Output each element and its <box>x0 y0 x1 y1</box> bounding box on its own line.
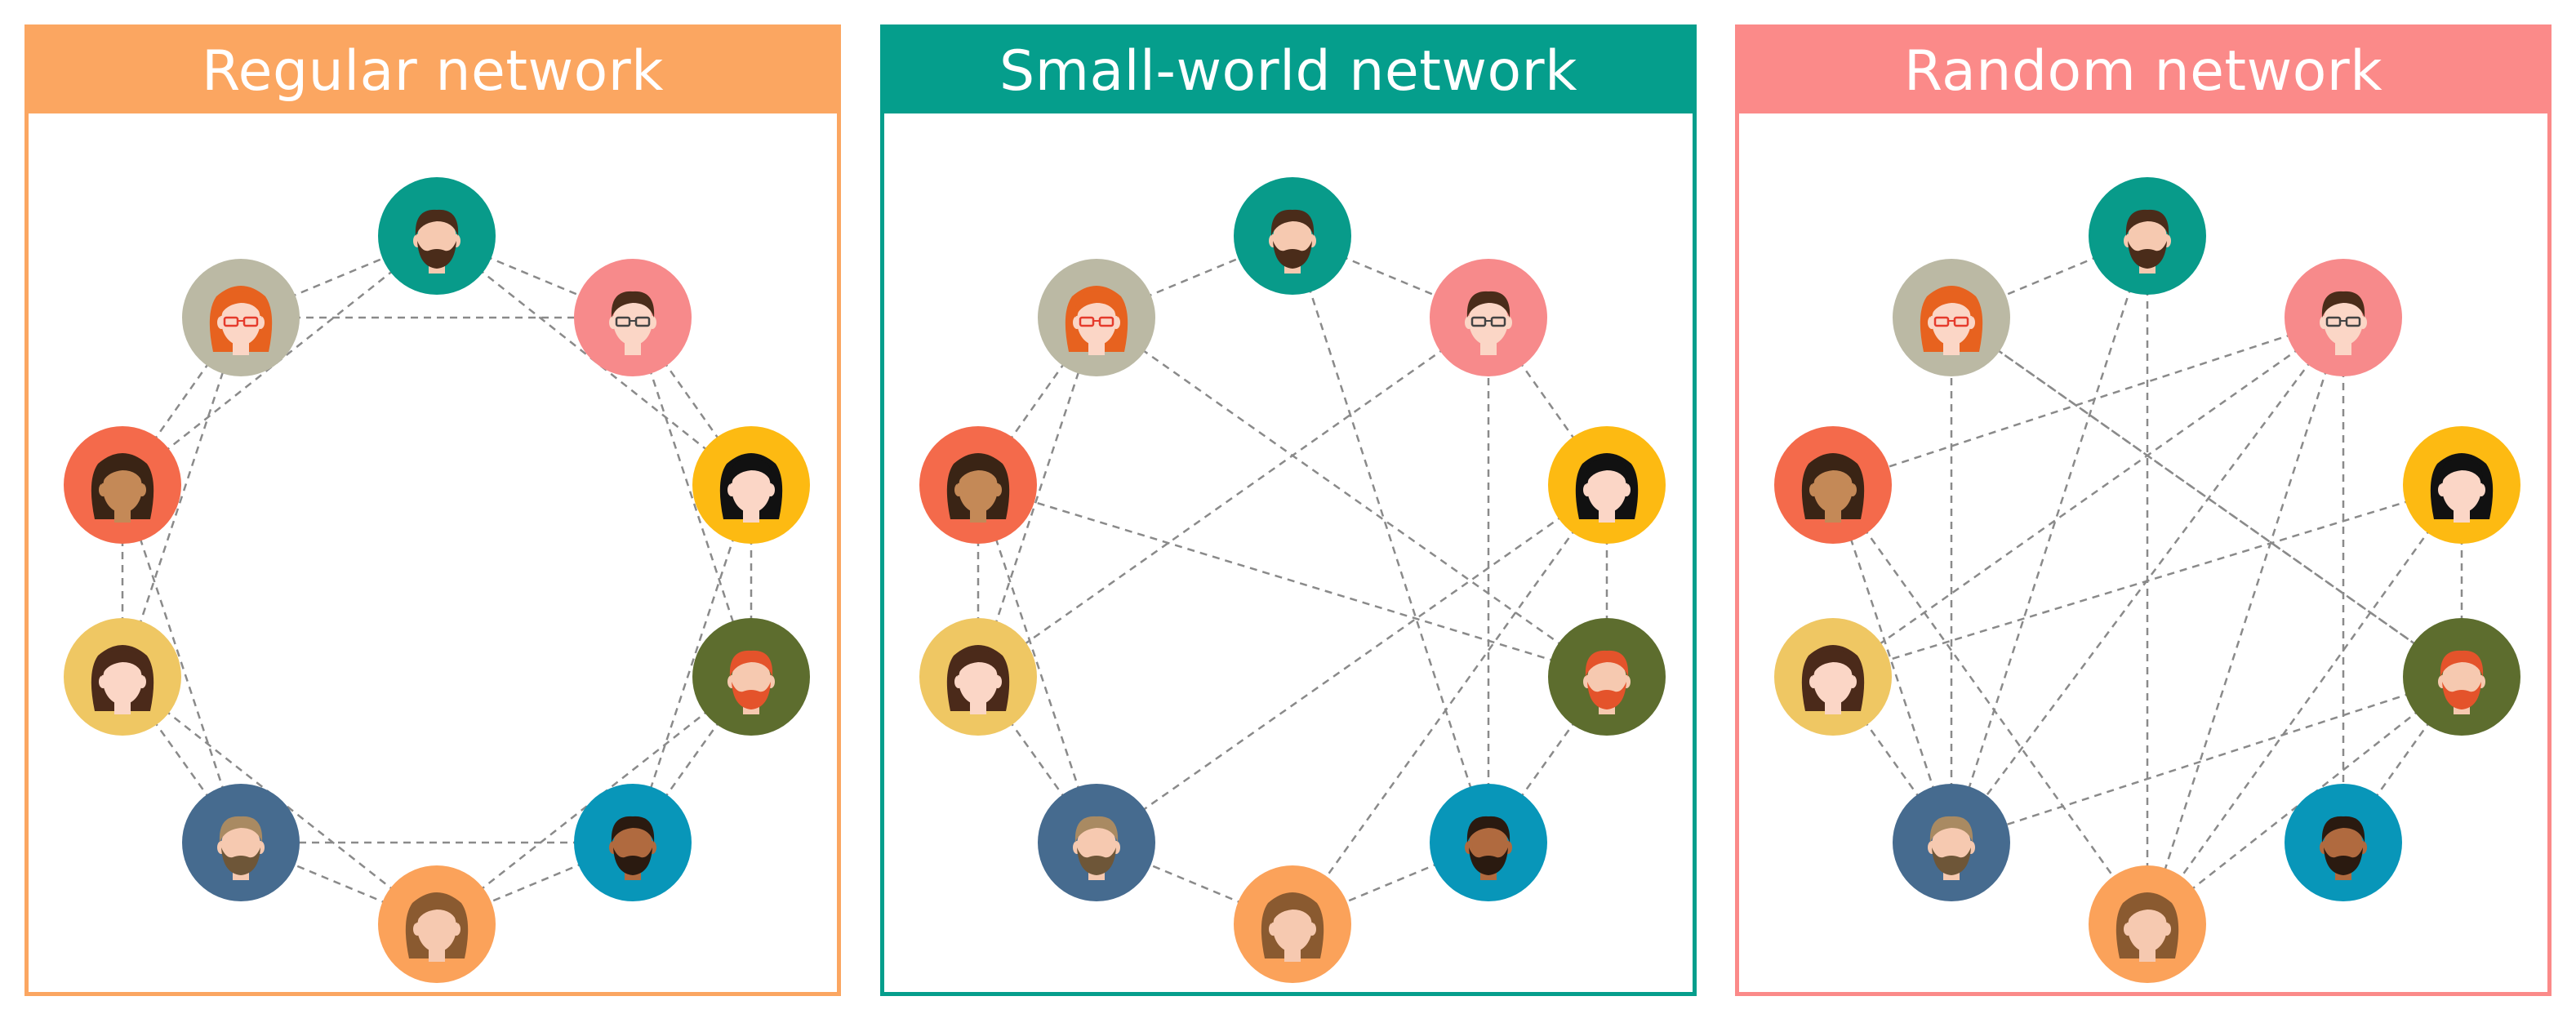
network-edge <box>121 317 242 678</box>
network-edge <box>977 484 1098 843</box>
network-edge <box>631 317 753 678</box>
redhead-bearded-man-avatar-icon <box>1548 618 1666 736</box>
random-network-graph <box>1774 177 2520 983</box>
redhead-woman-glasses-avatar-icon <box>1893 259 2010 376</box>
dark-skinned-man-avatar-icon <box>1430 784 1547 901</box>
curly-haired-woman-avatar-icon <box>64 426 181 544</box>
dark-skinned-man-avatar-icon <box>2285 784 2402 901</box>
regular-network-title: Regular network <box>29 29 837 113</box>
blond-bearded-man-avatar-icon <box>1038 784 1155 901</box>
woman-bob-hair-avatar-icon <box>378 865 496 983</box>
regular-network-graph <box>64 177 810 983</box>
network-edge <box>977 483 1608 678</box>
redhead-woman-glasses-avatar-icon <box>1038 259 1155 376</box>
woman-brown-hair-avatar-icon <box>64 618 181 736</box>
network-edge <box>1832 483 2463 678</box>
curly-haired-woman-avatar-icon <box>1774 426 1892 544</box>
network-edge <box>977 317 1098 678</box>
network-edge <box>2146 484 2463 925</box>
woman-black-hair-avatar-icon <box>1548 426 1666 544</box>
small-world-network-title: Small-world network <box>884 29 1693 113</box>
network-edge <box>1096 316 1608 678</box>
small-world-network-graph <box>919 177 1666 983</box>
woman-black-hair-avatar-icon <box>2403 426 2520 544</box>
redhead-woman-glasses-avatar-icon <box>182 259 300 376</box>
woman-brown-hair-avatar-icon <box>1774 618 1892 736</box>
network-edge <box>1291 484 1608 925</box>
woman-black-hair-avatar-icon <box>692 426 810 544</box>
network-edge <box>1832 316 2344 487</box>
random-network-panel: Random network <box>1735 24 2552 996</box>
woman-brown-hair-avatar-icon <box>919 618 1037 736</box>
dark-skinned-man-avatar-icon <box>574 784 692 901</box>
redhead-bearded-man-avatar-icon <box>692 618 810 736</box>
network-edge <box>1832 316 2344 678</box>
bearded-man-avatar-icon <box>378 177 496 295</box>
blond-bearded-man-avatar-icon <box>1893 784 2010 901</box>
network-edge <box>1831 484 2149 925</box>
woman-bob-hair-avatar-icon <box>1234 865 1351 983</box>
small-world-network-panel: Small-world network <box>880 24 1697 996</box>
network-edge <box>977 316 1489 678</box>
man-with-glasses-avatar-icon <box>1430 259 1547 376</box>
network-edge <box>1951 675 2463 844</box>
random-network-title: Random network <box>1739 29 2547 113</box>
blond-bearded-man-avatar-icon <box>182 784 300 901</box>
network-edge <box>2146 317 2345 925</box>
woman-bob-hair-avatar-icon <box>2089 865 2206 983</box>
network-edge <box>121 484 242 843</box>
man-with-glasses-avatar-icon <box>574 259 692 376</box>
bearded-man-avatar-icon <box>2089 177 2206 295</box>
man-with-glasses-avatar-icon <box>2285 259 2402 376</box>
network-edge <box>1831 484 1953 843</box>
curly-haired-woman-avatar-icon <box>919 426 1037 544</box>
network-edge <box>631 484 753 843</box>
regular-network-panel: Regular network <box>24 24 841 996</box>
network-edge <box>1950 235 2149 843</box>
network-edge <box>1291 235 1490 843</box>
redhead-bearded-man-avatar-icon <box>2403 618 2520 736</box>
bearded-man-avatar-icon <box>1234 177 1351 295</box>
